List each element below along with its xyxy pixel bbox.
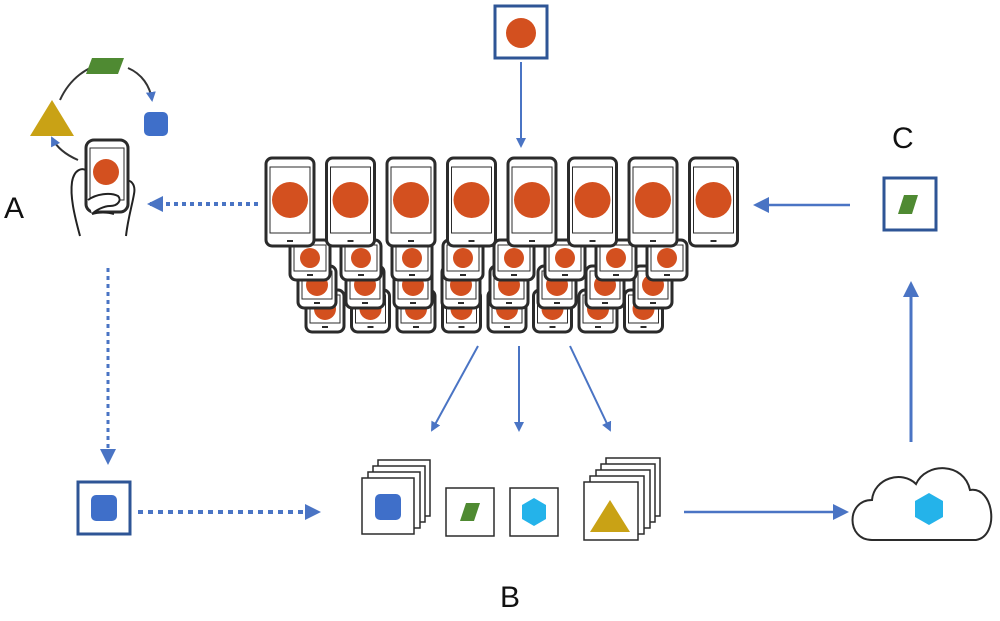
phone-icon: [325, 156, 376, 248]
label-c: C: [892, 122, 914, 155]
phone-icon: [594, 238, 638, 282]
cyan-hexagon-icon: [522, 498, 546, 526]
phones-to-sets-arrow-left: [431, 345, 479, 432]
green-parallelogram-icon: [460, 503, 480, 521]
gold-triangle-icon: [590, 500, 630, 532]
hand-holding-phone-icon: [70, 138, 136, 237]
phone-icon: [688, 156, 739, 248]
phone-icon: [567, 156, 618, 248]
cycle-arrow-right-icon: [127, 67, 156, 102]
phone-icon: [543, 238, 587, 282]
label-a: A: [4, 192, 25, 225]
phone-grid: [264, 156, 739, 334]
cycle-arrow-left-icon: [51, 136, 79, 161]
user-a-group: [30, 58, 168, 237]
phones-to-sets-arrow-right: [569, 345, 612, 432]
orange-circle-icon: [506, 18, 536, 48]
blue-square-icon: [91, 495, 117, 521]
green-parallelogram-icon: [86, 58, 124, 74]
gold-triangle-icon: [30, 100, 74, 136]
phone-icon: [385, 156, 437, 248]
user-contribution-card: [76, 480, 132, 536]
phone-icon: [627, 156, 679, 248]
local-set-green-single: [445, 487, 495, 537]
phone-icon: [446, 156, 497, 248]
phone-icon: [288, 238, 332, 282]
blue-square-icon: [375, 494, 401, 520]
phone-icon: [441, 238, 485, 282]
cloud-icon: [851, 467, 993, 541]
label-b: B: [500, 581, 521, 614]
local-set-blue-stack: [361, 459, 431, 535]
phone-icon: [506, 156, 558, 248]
local-set-cyan-single: [509, 487, 559, 537]
phone-icon: [264, 156, 316, 248]
phone-icon: [390, 238, 434, 282]
green-parallelogram-icon: [898, 195, 918, 214]
selected-item-card: [882, 176, 938, 232]
cyan-hexagon-icon: [915, 493, 943, 525]
local-set-gold-stack: [583, 457, 661, 541]
phone-icon: [492, 238, 536, 282]
blue-square-icon: [144, 112, 168, 136]
source-card: [493, 4, 549, 60]
